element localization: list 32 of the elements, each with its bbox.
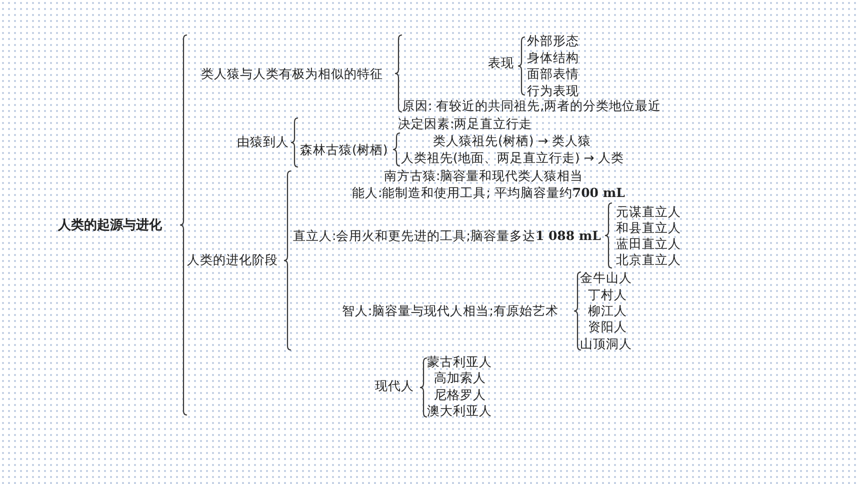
branch-label: 高加索人 (434, 370, 486, 386)
branch-label: 人类的进化阶段 (187, 252, 278, 268)
branch-label: 资阳人 (588, 319, 627, 335)
branch-label: 直立人:会用火和更先进的工具;脑容量多达1 088 mL (293, 228, 601, 244)
branch-label: 丁村人 (588, 287, 627, 303)
branch-label: 决定因素:两足直立行走 (398, 116, 532, 132)
branch-label: 面部表情 (527, 66, 579, 82)
branch-label: 北京直立人 (616, 252, 681, 268)
branch-label: 和县直立人 (616, 220, 681, 236)
branch-label: 南方古猿:脑容量和现代类人猿相当 (384, 168, 584, 184)
branch-label: 表现 (488, 55, 514, 71)
branch-label: 元谋直立人 (616, 204, 681, 220)
branch-label: 山顶洞人 (580, 336, 632, 352)
branch-label: 智人:脑容量与现代人相当;有原始艺术 (342, 303, 558, 319)
branch-label: 森林古猿(树栖) (300, 142, 388, 158)
branch-label: 原因: 有较近的共同祖先,两者的分类地位最近 (402, 98, 662, 114)
branch-label: 人类祖先(地面、两足直立行走) → 人类 (401, 150, 624, 166)
branch-label: 类人猿祖先(树栖) → 类人猿 (433, 133, 592, 149)
branch-label: 蒙古利亚人 (427, 354, 492, 370)
branch-label: 外部形态 (527, 33, 579, 49)
branch-label: 澳大利亚人 (427, 403, 492, 419)
branch-label: 身体结构 (527, 50, 579, 66)
branch-label: 由猿到人 (237, 134, 289, 150)
branch-label: 尼格罗人 (434, 387, 486, 403)
branch-label: 现代人 (375, 378, 414, 394)
branch-label: 金牛山人 (580, 270, 632, 286)
branch-label: 行为表现 (527, 83, 579, 99)
title: 人类的起源与进化 (58, 218, 162, 234)
branch-label: 能人:能制造和使用工具; 平均脑容量约700 mL (352, 185, 625, 201)
branch-label: 蓝田直立人 (616, 236, 681, 252)
branch-label: 柳江人 (588, 303, 627, 319)
branch-label: 类人猿与人类有极为相似的特征 (201, 66, 383, 82)
